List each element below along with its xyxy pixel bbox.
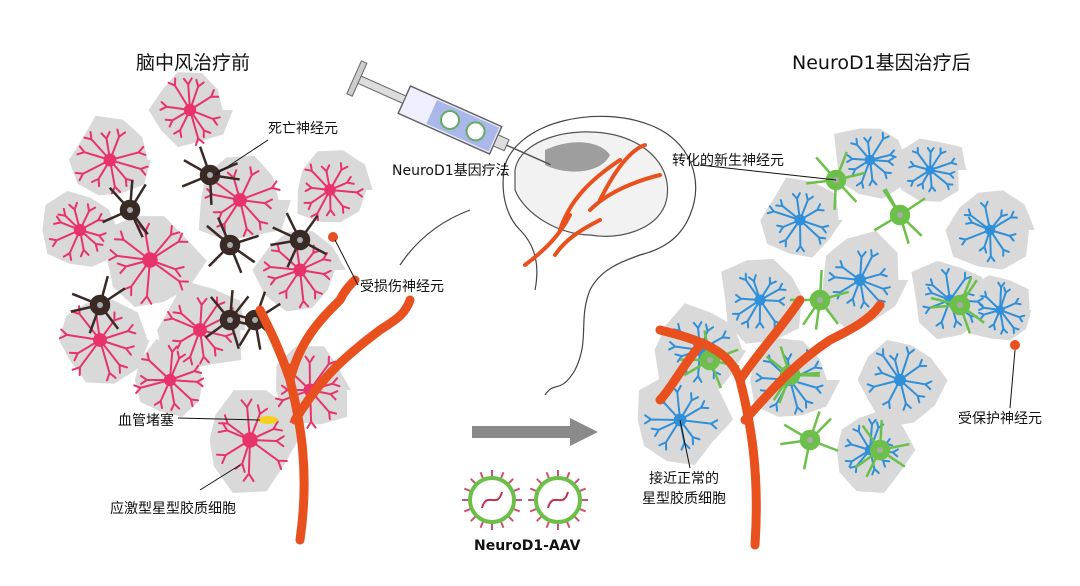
reactive-astrocyte [204,166,281,237]
aav-particle [462,470,522,530]
title-after: NeuroD1基因治疗后 [792,52,971,74]
label-normal-astrocyte-line2: 星型胶质细胞 [642,491,726,507]
syringe [346,60,551,166]
normal-astrocyte [978,281,1026,335]
reactive-astrocyte [58,305,137,382]
dead-neuron [270,212,328,268]
reactive-astrocyte [163,296,238,366]
label-aav: NeuroD1-AAV [474,538,581,554]
normal-astrocyte [958,200,1018,263]
converted-neuron [854,419,910,478]
vessel-clot [258,416,278,424]
normal-astrocyte [644,384,719,451]
normal-astrocyte [731,272,787,329]
label-converted-neuron: 转化的新生神经元 [672,153,784,169]
blood-vessels [255,232,1020,550]
normal-astrocyte [766,192,830,253]
label-vessel-block: 血管堵塞 [118,413,174,429]
title-before: 脑中风治疗前 [136,52,251,74]
tissue-blob [297,150,373,223]
label-gene-therapy: NeuroD1基因疗法 [392,163,510,179]
reactive-astrocyte [108,222,190,305]
reactive-astrocyte [303,162,364,222]
blood-vessel-tree [255,275,415,545]
head-outline [399,115,697,396]
dead-neuron [102,179,149,238]
normal-astrocyte [827,249,891,309]
converted-neuron [789,269,850,330]
label-normal-astrocyte-line1: 接近正常的 [649,471,719,487]
protected-neuron [1010,340,1020,350]
leader-lines [177,139,1016,491]
label-normal-astrocyte: 接近正常的 星型胶质细胞 [642,468,726,508]
reactive-astrocyte [48,201,107,261]
converted-neuron [873,188,926,245]
normal-astrocyte [846,131,897,189]
converted-neuron [930,276,985,334]
transition-arrow [472,418,598,446]
aav-particles [462,470,588,530]
reactive-astrocyte [133,344,205,411]
label-injured-neuron: 受损伤神经元 [360,279,444,295]
reactive-astrocyte [215,398,288,483]
dead-neuron [206,216,259,274]
label-protected-neuron: 受保护神经元 [958,411,1042,427]
reactive-astrocyte [159,77,221,147]
label-reactive-astrocyte: 应激型星型胶质细胞 [110,501,236,517]
normal-astrocyte [907,146,958,193]
normal-astrocyte [866,346,933,411]
label-dead-neuron: 死亡神经元 [268,121,338,137]
injured-neuron [328,232,338,242]
dead-neuron [70,275,126,334]
aav-particle [528,470,588,530]
brain [514,131,669,267]
converted-neuron [780,411,839,470]
blood-vessel-tree [655,295,885,550]
reactive-astrocytes [48,77,364,483]
reactive-astrocyte [74,128,149,195]
